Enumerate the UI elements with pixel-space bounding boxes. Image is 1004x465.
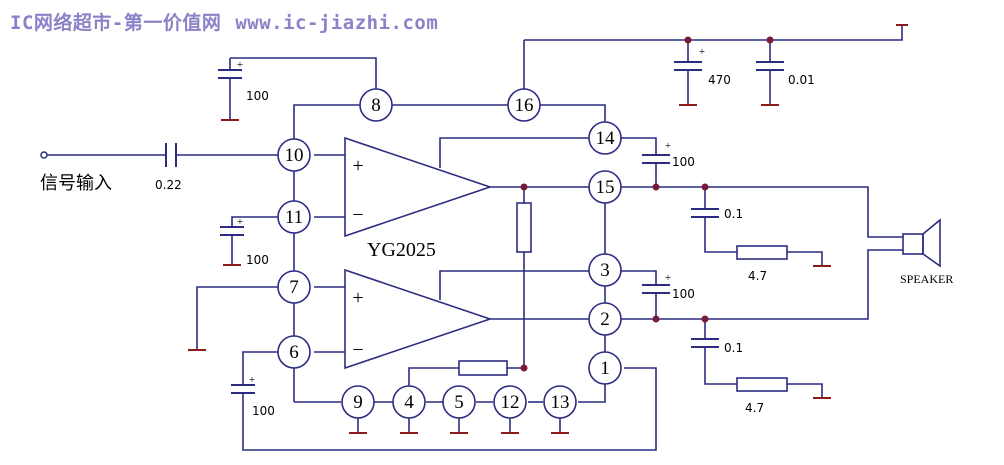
polarity-plus: + bbox=[237, 216, 243, 228]
capacitor-boot-bottom bbox=[642, 284, 670, 294]
opamp-top-minus: − bbox=[352, 204, 363, 226]
pin-1 bbox=[588, 351, 622, 385]
polarity-marks: + + + + + + bbox=[237, 46, 705, 386]
feedback-resistor bbox=[516, 202, 532, 253]
input-terminal bbox=[40, 151, 48, 159]
pin-15 bbox=[588, 170, 622, 204]
pin-14 bbox=[588, 121, 622, 155]
junction-dot bbox=[684, 36, 692, 44]
junction-dot bbox=[701, 183, 709, 191]
pin-13 bbox=[543, 385, 577, 419]
capacitor-boot-top bbox=[642, 154, 670, 164]
opamp-top bbox=[344, 136, 493, 238]
value-c-input: 0.22 bbox=[155, 178, 182, 192]
pin-label-13: 13 bbox=[551, 392, 570, 413]
pin-label-6: 6 bbox=[289, 342, 299, 363]
zobel-resistor-top bbox=[736, 245, 788, 260]
opamp-bottom-minus: − bbox=[352, 339, 363, 361]
value-r-zobel-top: 4.7 bbox=[748, 269, 767, 283]
capacitor-470 bbox=[674, 61, 702, 71]
pin-label-1: 1 bbox=[600, 358, 610, 379]
value-c-470: 470 bbox=[708, 73, 731, 87]
signal-input-label: 信号输入 bbox=[40, 173, 112, 194]
opamp-input-signs: + − + − bbox=[352, 155, 363, 361]
junction-dot bbox=[520, 183, 528, 191]
pin-9 bbox=[341, 385, 375, 419]
junction-dot bbox=[766, 36, 774, 44]
component-values: 100 0.22 100 100 470 0.01 100 100 0.1 4.… bbox=[155, 73, 815, 418]
polarity-plus: + bbox=[699, 46, 705, 58]
resistors bbox=[458, 202, 788, 392]
pin-label-10: 10 bbox=[285, 145, 304, 166]
value-c-zobel-bottom: 0.1 bbox=[724, 341, 743, 355]
pin-10 bbox=[277, 138, 311, 172]
pin-label-7: 7 bbox=[289, 277, 299, 298]
site-url: www.ic-jiazhi.com bbox=[235, 12, 439, 34]
capacitors bbox=[165, 61, 784, 394]
pin-label-5: 5 bbox=[454, 392, 464, 413]
junction-dot bbox=[701, 315, 709, 323]
wires bbox=[47, 25, 903, 451]
value-c-pin11: 100 bbox=[246, 253, 269, 267]
pin-label-8: 8 bbox=[371, 95, 381, 116]
opamp-top-plus: + bbox=[352, 155, 363, 177]
pin-label-11: 11 bbox=[285, 207, 303, 228]
pin-3 bbox=[588, 253, 622, 287]
opamp-bottom bbox=[344, 268, 493, 370]
zobel-resistor-bottom bbox=[736, 377, 788, 392]
capacitor-zobel-top bbox=[691, 208, 719, 218]
pin-label-14: 14 bbox=[596, 128, 616, 149]
junction-dot bbox=[652, 315, 660, 323]
pin-label-3: 3 bbox=[600, 260, 610, 281]
pin-16 bbox=[507, 88, 541, 122]
pin-5 bbox=[442, 385, 476, 419]
grounds bbox=[188, 24, 908, 434]
polarity-plus: + bbox=[237, 59, 243, 71]
pin-label-16: 16 bbox=[515, 95, 534, 116]
value-c-zobel-top: 0.1 bbox=[724, 207, 743, 221]
pin-label-15: 15 bbox=[596, 177, 615, 198]
site-name: IC网络超市-第一价值网 bbox=[10, 12, 222, 34]
pin-label-12: 12 bbox=[501, 392, 520, 413]
value-c-pin6: 100 bbox=[252, 404, 275, 418]
value-c-boot-bottom: 100 bbox=[672, 287, 695, 301]
value-c-boot-top: 100 bbox=[672, 155, 695, 169]
pin-label-2: 2 bbox=[600, 309, 610, 330]
pin-7 bbox=[277, 270, 311, 304]
pin-8 bbox=[359, 88, 393, 122]
pin-circles bbox=[277, 88, 622, 419]
value-c-001: 0.01 bbox=[788, 73, 815, 87]
pin-label-4: 4 bbox=[404, 392, 414, 413]
pin-11 bbox=[277, 200, 311, 234]
pin-numbers: 8 16 10 11 7 6 14 15 3 2 1 9 4 5 12 13 bbox=[285, 95, 616, 413]
capacitor-input bbox=[165, 143, 177, 167]
junctions bbox=[520, 36, 774, 372]
site-header: IC网络超市-第一价值网 www.ic-jiazhi.com bbox=[10, 8, 452, 35]
pin4-resistor bbox=[458, 360, 508, 376]
pin-12 bbox=[493, 385, 527, 419]
opamp-bottom-plus: + bbox=[352, 287, 363, 309]
polarity-plus: + bbox=[249, 374, 255, 386]
pin-6 bbox=[277, 335, 311, 369]
pin-2 bbox=[588, 302, 622, 336]
chip-name: YG2025 bbox=[367, 239, 436, 261]
pin-label-9: 9 bbox=[353, 392, 363, 413]
capacitor-pin11 bbox=[220, 226, 244, 236]
value-c-pin8: 100 bbox=[246, 89, 269, 103]
junction-dot bbox=[652, 183, 660, 191]
capacitor-pin8 bbox=[218, 69, 242, 79]
junction-dot bbox=[520, 364, 528, 372]
value-r-zobel-bottom: 4.7 bbox=[745, 401, 764, 415]
pin-4 bbox=[392, 385, 426, 419]
capacitor-001 bbox=[756, 61, 784, 71]
speaker-icon bbox=[902, 218, 941, 268]
capacitor-pin6 bbox=[231, 384, 255, 394]
polarity-plus: + bbox=[665, 140, 671, 152]
speaker-label: SPEAKER bbox=[900, 272, 953, 286]
capacitor-zobel-bottom bbox=[691, 338, 719, 348]
polarity-plus: + bbox=[665, 272, 671, 284]
